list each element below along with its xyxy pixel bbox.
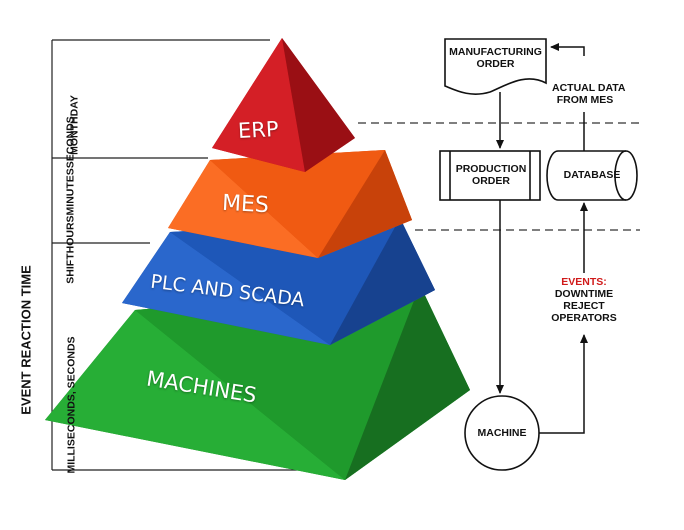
flow-arrows: [496, 43, 588, 434]
events-label: EVENTS: DOWNTIME REJECT OPERATORS: [550, 276, 618, 324]
production-order-shape: [439, 150, 541, 201]
layer-label-erp: ERP: [237, 116, 280, 144]
band-line: HOURS: [64, 215, 77, 254]
events-heading: EVENTS:: [561, 276, 607, 288]
band-line: MILLISECONDS, SECONDS: [65, 336, 78, 474]
layer-label-mes: MES: [221, 190, 270, 219]
database-shape: [546, 150, 638, 201]
text-line: ORDER: [472, 175, 510, 187]
band-line: SHIFT: [64, 253, 77, 284]
text-line: FROM MES: [556, 94, 614, 106]
band-label-milliseconds: MILLISECONDS, SECONDS: [57, 336, 87, 473]
pyramid-layer-erp: [212, 38, 355, 172]
production-order-label: PRODUCTION ORDER: [452, 163, 530, 187]
axis-title: EVENT REACTION TIME: [14, 190, 38, 490]
actual-data-label: ACTUAL DATA FROM MES: [552, 82, 626, 106]
time-bracket: [51, 39, 330, 471]
manufacturing-order-label: MANUFACTURING ORDER: [445, 46, 546, 70]
band-line: MINUTES: [64, 168, 77, 216]
text-line: ACTUAL DATA: [552, 82, 626, 94]
pyramid-layer-mes: [168, 150, 412, 258]
axis-title-text: EVENT REACTION TIME: [18, 265, 34, 415]
events-item: DOWNTIME: [554, 288, 614, 300]
machine-label: MACHINE: [477, 427, 527, 439]
text-line: PRODUCTION: [455, 163, 527, 175]
pyramid-layer-machines: [45, 285, 470, 480]
band-line: SECONDS: [64, 116, 77, 169]
events-item: OPERATORS: [551, 312, 617, 324]
dashed-connectors: [358, 122, 640, 231]
text-line: ORDER: [476, 58, 515, 70]
pyramid-layer-plc: [122, 218, 435, 345]
band-label-seconds-shift: SECONDS MINUTES HOURS SHIFT: [56, 116, 86, 283]
text-line: MANUFACTURING: [449, 46, 542, 58]
events-item: REJECT: [563, 300, 605, 312]
band-line: DAY: [68, 95, 81, 117]
database-label: DATABASE: [563, 169, 621, 181]
manufacturing-order-shape: [444, 38, 547, 95]
